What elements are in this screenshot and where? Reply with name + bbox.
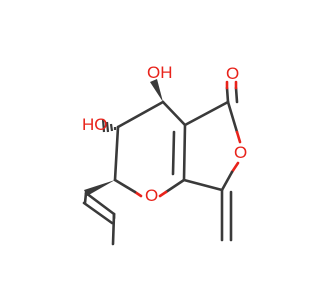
furanone-ring bbox=[182, 100, 242, 192]
propenyl-chain bbox=[82, 180, 116, 246]
pyran-ring bbox=[113, 100, 187, 198]
bond-o6-c7 bbox=[220, 170, 234, 192]
wedge-c4-oh bbox=[150, 79, 163, 102]
atom-oh-top: OH bbox=[147, 63, 173, 82]
bond-c4a-c7a bbox=[182, 123, 187, 182]
molecule-structure: OH HO O O O bbox=[82, 63, 247, 246]
atom-ho-left: HO bbox=[82, 115, 108, 134]
bond-c7-c7a bbox=[182, 178, 224, 192]
bond-c5-o6-red bbox=[235, 130, 242, 144]
bond-o6-c7-red bbox=[230, 161, 240, 174]
bond-propenyl-2 bbox=[111, 212, 116, 246]
bond-propenyl-join bbox=[83, 191, 88, 205]
bond-o1-c2 bbox=[113, 178, 137, 194]
hydroxyl-c4 bbox=[150, 79, 163, 102]
bond-c5-o6 bbox=[226, 100, 239, 134]
atom-o-carbonyl: O bbox=[226, 64, 239, 83]
atom-o-pyran: O bbox=[145, 186, 158, 205]
hydroxyl-c3 bbox=[101, 118, 117, 133]
bond-c7a-o1 bbox=[164, 178, 186, 194]
bond-c7a-o1-red bbox=[158, 190, 168, 198]
wedge-c2-propenyl bbox=[84, 180, 115, 196]
hash-c3-2 bbox=[109, 123, 114, 132]
bond-c3-c4 bbox=[116, 100, 165, 129]
bond-c4a-c7a-inner bbox=[171, 130, 176, 176]
carbonyl-group bbox=[225, 80, 239, 104]
methylene-group bbox=[220, 188, 233, 242]
bond-carbonyl-a bbox=[225, 86, 230, 104]
structure-canvas: OH HO O O O bbox=[82, 63, 248, 246]
bond-c4-c4a bbox=[161, 100, 187, 127]
atom-o-lactone: O bbox=[234, 143, 247, 162]
bond-c2-c3 bbox=[113, 125, 120, 182]
hash-c3-4 bbox=[101, 118, 106, 133]
bond-carbonyl-b bbox=[234, 86, 239, 104]
hash-c3-3 bbox=[105, 121, 110, 133]
bond-c4a-c5 bbox=[183, 100, 230, 127]
bond-propenyl-1 bbox=[84, 191, 116, 216]
bond-propenyl-double bbox=[82, 201, 114, 225]
